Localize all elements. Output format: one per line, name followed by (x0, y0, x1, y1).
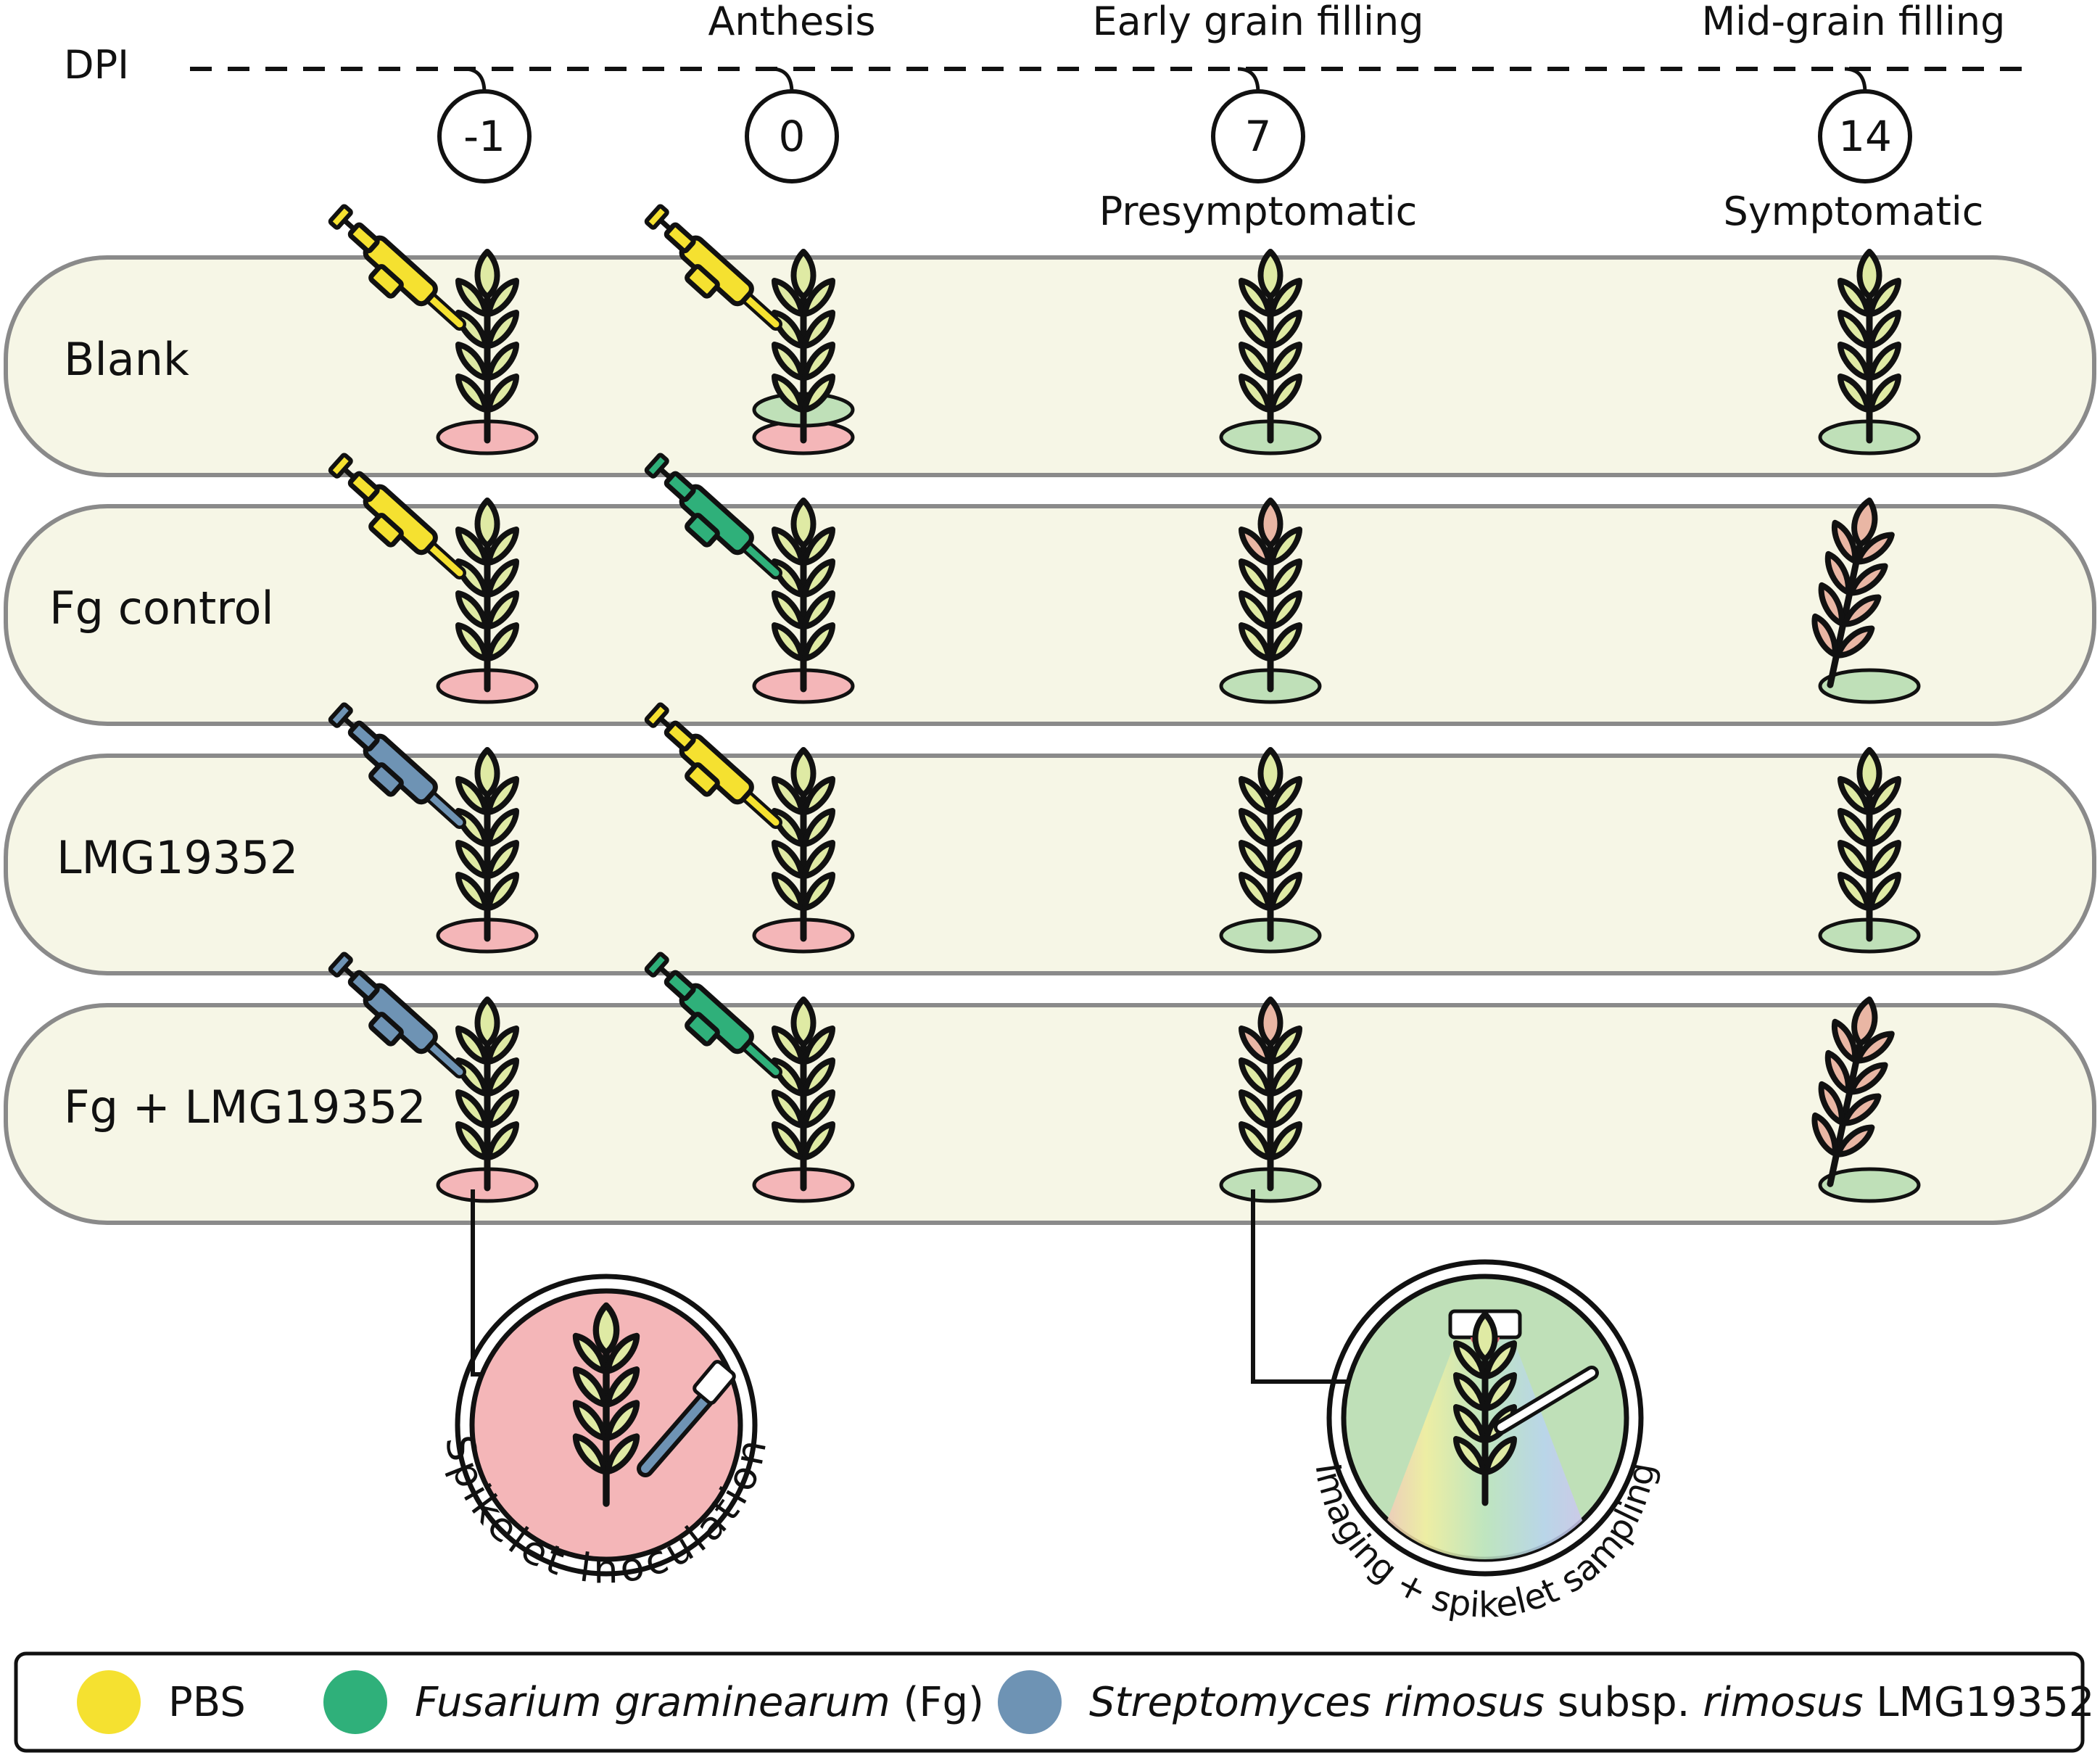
dpi-value: 7 (1245, 112, 1272, 161)
green-disk (1818, 1167, 1921, 1203)
wheat-spike-icon (772, 498, 835, 693)
legend-label: Fusarium graminearum (Fg) (415, 1679, 984, 1726)
pipette-pbs-icon (644, 702, 782, 829)
tweezers-icon (1494, 1366, 1599, 1435)
legend-swatch (998, 1670, 1062, 1734)
stage-marker-0: -1 (437, 67, 532, 183)
wheat-spike-icon (1811, 498, 1895, 688)
wheat-spike-icon (772, 249, 835, 444)
wheat-spike-icon (1838, 249, 1901, 444)
wheat-spike-icon (455, 249, 519, 444)
symptom-stage: Symptomatic (1724, 189, 1984, 234)
dpi-value: 14 (1838, 112, 1892, 161)
legend-swatch (323, 1670, 387, 1734)
wheat-spike-icon (1811, 996, 1895, 1187)
pipette-fg-icon (644, 952, 782, 1078)
dpi-axis-label: DPI (64, 42, 129, 88)
row-label: Blank (64, 333, 189, 386)
treatment-row-0: Blank (4, 204, 2096, 477)
wheat-spike-icon (455, 747, 519, 942)
row-label: Fg + LMG19352 (64, 1081, 426, 1134)
legend-label: PBS (168, 1679, 246, 1726)
legend-swatch (77, 1670, 141, 1734)
wheat-spike-icon (1838, 747, 1901, 942)
wheat-spike-icon (772, 996, 835, 1192)
timeline: DPI -1 0 Anthesis 7 Early grain fillingPresy… (64, 0, 2030, 234)
legend-item-pbs: PBS (77, 1670, 246, 1734)
stage-name: Anthesis (708, 0, 875, 44)
pipette-pbs-icon (328, 204, 466, 331)
sampling-callout: Imaging + spikelet sampling (1307, 1259, 1663, 1626)
pipette-pbs-icon (644, 204, 782, 331)
treatment-row-1: Fg control (4, 453, 2096, 726)
wheat-spike-icon (1239, 498, 1302, 693)
legend-item-lmg: Streptomyces rimosus subsp. rimosus LMG1… (998, 1670, 2094, 1734)
legend: PBS Fusarium graminearum (Fg) Streptomyces… (14, 1651, 2094, 1753)
pipette-fg-icon (644, 453, 782, 579)
wheat-spike-icon (455, 996, 519, 1192)
stage-name: Mid-grain filling (1702, 0, 2006, 44)
wheat-spike-icon (1453, 1311, 1517, 1506)
wheat-spike-icon (1239, 747, 1302, 942)
green-disk (1818, 668, 1921, 704)
legend-item-fg: Fusarium graminearum (Fg) (323, 1670, 984, 1734)
dpi-value: -1 (463, 112, 505, 161)
dpi-circle (1211, 89, 1305, 183)
dpi-circle (437, 89, 532, 183)
row-label: LMG19352 (57, 831, 298, 884)
treatment-row-3: Fg + LMG19352 (4, 952, 2096, 1225)
dpi-value: 0 (779, 112, 806, 161)
inoculation-callout: Spikelet inoculation (437, 1274, 772, 1592)
wheat-spike-icon (1239, 249, 1302, 444)
pipette-lmg-icon (328, 702, 466, 829)
dpi-circle (745, 89, 839, 183)
pipette-lmg-icon (328, 952, 466, 1078)
wheat-spike-icon (572, 1302, 640, 1507)
connector-sampling (1251, 1189, 1352, 1384)
wheat-spike-icon (772, 747, 835, 942)
wheat-spike-icon (1239, 996, 1302, 1192)
pipette-pbs-icon (328, 453, 466, 579)
treatment-row-2: LMG19352 (4, 702, 2096, 975)
micropipette-tip-icon (637, 1360, 736, 1477)
stage-marker-1: 0 Anthesis (708, 0, 876, 183)
stage-name: Early grain filling (1092, 0, 1423, 44)
row-label: Fg control (49, 582, 274, 635)
dpi-circle (1818, 89, 1912, 183)
symptom-stage: Presymptomatic (1099, 189, 1418, 234)
legend-label: Streptomyces rimosus subsp. rimosus LMG1… (1089, 1679, 2094, 1726)
